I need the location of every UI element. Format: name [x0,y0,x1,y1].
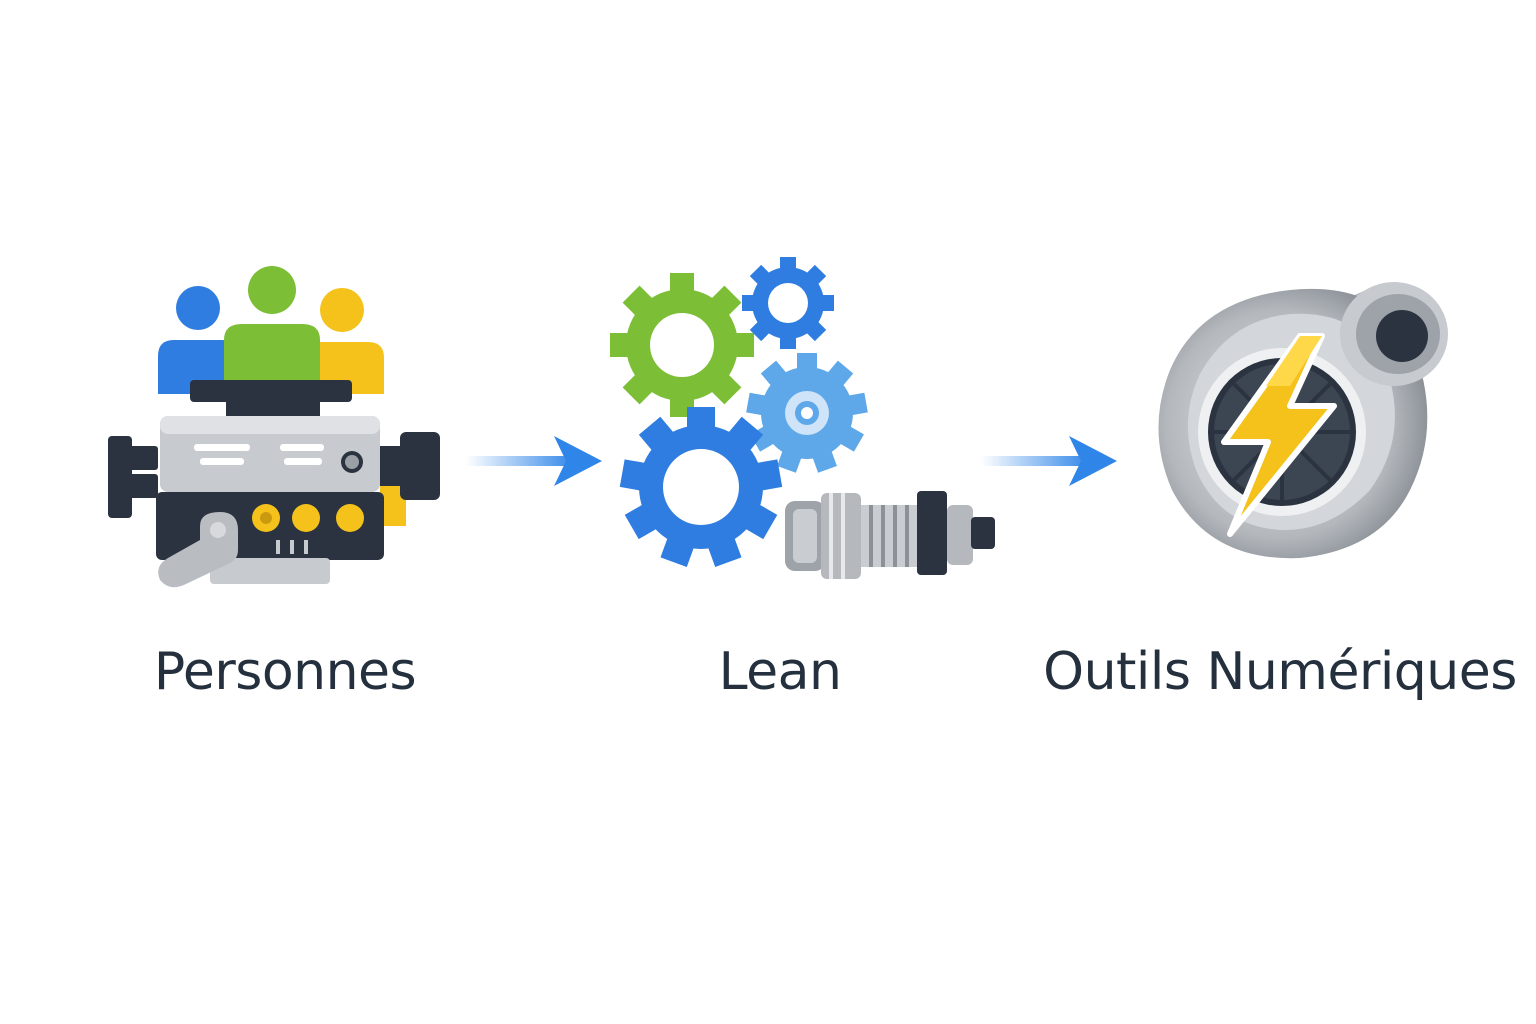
people-engine-icon [108,266,440,588]
arrow-right-icon [981,436,1117,486]
arrow-right-icon [466,436,602,486]
step-label-lean: Lean [718,642,842,702]
gears-crankshaft-icon [610,257,995,579]
turbo-lightning-icon [1158,282,1448,559]
step-label-personnes: Personnes [153,642,417,702]
step-label-outils-numeriques: Outils Numériques [1043,642,1517,702]
